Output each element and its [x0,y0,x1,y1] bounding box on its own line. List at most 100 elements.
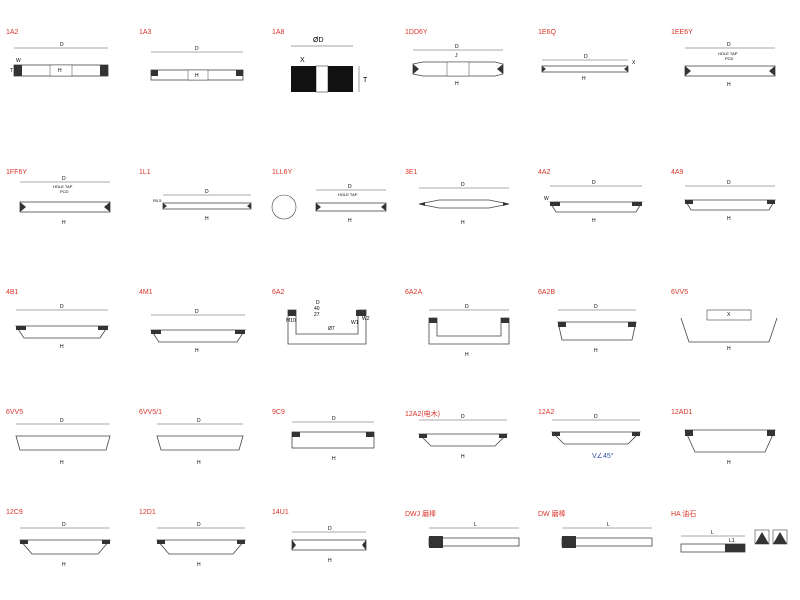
cell-6vv5-b[interactable]: 6VV5 D H [0,380,133,500]
shape-code-label: 1DD6Y [405,29,428,36]
dim-h: H [195,73,199,79]
wheel-6a2b-drawing: D H [557,304,637,354]
cell-12a2[interactable]: 12A2 D V∠45° [532,380,665,500]
cell-12ad1[interactable]: 12AD1 H [665,380,798,500]
dim-h: H [328,558,332,564]
wheel-9c9-drawing: D H [291,416,375,462]
cell-12a2-bakelite[interactable]: 12A2(电木) D H [399,380,532,500]
dim-d: D [461,182,465,188]
dim-r05: R0.5 [153,198,162,203]
cell-1a8[interactable]: 1A8 ØD X T [266,0,399,120]
dim-d: D [197,418,201,424]
cell-1l1[interactable]: 1L1 D R0.5 H [133,140,266,260]
cell-4a2[interactable]: 4A2 D W H [532,140,665,260]
dim-h: H [592,218,596,224]
cell-4b1[interactable]: 4B1 D H [0,260,133,380]
dim-h: H [58,68,62,74]
wheel-1a8-drawing: ØD X T [291,37,368,93]
shape-code-label: DW 磨棒 [538,511,566,518]
wheel-12a2-bakelite-drawing: D H [418,414,508,460]
wheel-12a2-drawing: D V∠45° [551,414,641,460]
dim-hole-tap: HOLE TAP [53,184,73,189]
cell-1e6q[interactable]: 1E6Q D H X [532,0,665,120]
cell-6vv5-a[interactable]: 6VV5 X H [665,260,798,380]
dim-d: D [727,42,731,48]
wheel-4a2-drawing: D W H [544,180,643,224]
dim-d: D [328,526,332,532]
dim-h: H [727,82,731,88]
wheel-4a9-drawing: D H [684,180,776,222]
cell-4m1[interactable]: 4M1 D H [133,260,266,380]
wheel-6a2a-drawing: D H [428,304,510,358]
wheel-6a2-drawing: D 40 27 M10 Ø7 W1 W2 [286,300,370,345]
dim-d: D [205,189,209,195]
shape-code-label: 4A9 [671,169,684,176]
dim-pcd: PCD [725,56,734,61]
cell-6a2b[interactable]: 6A2B D H [532,260,665,380]
shape-code-label: 12C9 [6,509,23,516]
cell-9c9[interactable]: 9C9 D H [266,380,399,500]
dim-h: H [348,218,352,224]
shape-code-label: 1A8 [272,29,285,36]
dim-w1: W1 [351,320,359,326]
dim-h: H [727,216,731,222]
dim-m10: M10 [286,318,296,324]
cell-12d1[interactable]: 12D1 D H [133,480,266,600]
cell-1a3[interactable]: 1A3 D H [133,0,266,120]
cell-4a9[interactable]: 4A9 D H [665,140,798,260]
dim-d: D [60,304,64,310]
cell-6vv5-1[interactable]: 6VV5/1 D H [133,380,266,500]
cell-ha[interactable]: HA 油石 L L1 [665,480,798,600]
cell-6a2a[interactable]: 6A2A D H [399,260,532,380]
wheel-1ll6y-drawing: D HOLE TAP H [271,184,387,224]
dim-d: D [465,304,469,310]
dim-h: H [205,216,209,222]
wheel-1dd6y-drawing: D H J [412,44,504,87]
dim-h: H [60,460,64,466]
wheel-1l1-drawing: D R0.5 H [153,189,252,222]
shape-code-label: 14U1 [272,509,289,516]
dim-h: H [62,562,66,568]
cell-1ee6y[interactable]: 1EE6Y D HOLE TAP PCD H [665,0,798,120]
dim-d: D [195,46,199,52]
dim-hole-tap: HOLE TAP [718,51,738,56]
shape-code-label: 12A2 [538,409,555,416]
dim-d: D [455,44,459,50]
cell-dw[interactable]: DW 磨棒 L [532,480,665,600]
dim-h: H [62,220,66,226]
cell-dwj[interactable]: DWJ 磨棒 L [399,480,532,600]
dim-h: H [582,76,586,82]
wheel-6vv5-1-drawing: D H [156,418,244,466]
cell-1a2[interactable]: 1A2 D H W T [0,0,133,120]
dim-27: 27 [314,312,320,318]
dim-d: D [594,304,598,310]
dim-j: J [455,53,458,59]
shape-code-label: 1FF6Y [6,169,28,176]
wheel-4m1-drawing: D H [150,309,246,354]
dim-w: W [16,58,21,64]
cell-1ff6y[interactable]: 1FF6Y D HOLE TAP PCD H [0,140,133,260]
shape-code-label: 4B1 [6,289,19,296]
dim-l1: L1 [729,538,735,544]
grinding-rod-dwj-drawing: L [428,522,520,548]
shape-code-label: 12D1 [139,509,156,516]
shape-code-label: 1A3 [139,29,152,36]
dim-d: D [727,180,731,186]
dim-d: D [592,180,596,186]
v45-label: V∠45° [592,452,614,460]
shape-code-label: 1A2 [6,29,19,36]
cell-12c9[interactable]: 12C9 D H [0,480,133,600]
dim-d: D [316,300,320,306]
cell-6a2[interactable]: 6A2 D 40 27 M10 Ø7 W1 W2 [266,260,399,380]
wheel-12d1-drawing: D H [156,522,246,568]
dim-40: 40 [314,306,320,312]
dim-l: L [474,522,477,528]
cell-1dd6y[interactable]: 1DD6Y D H J [399,0,532,120]
shape-code-label: DWJ 磨棒 [405,511,437,518]
shape-code-label: 6A2B [538,289,556,296]
cell-14u1[interactable]: 14U1 D H [266,480,399,600]
cell-3e1[interactable]: 3E1 D H [399,140,532,260]
dim-h: H [465,352,469,358]
cell-1ll6y[interactable]: 1LL6Y D HOLE TAP H [266,140,399,260]
dim-t: T [10,68,13,74]
